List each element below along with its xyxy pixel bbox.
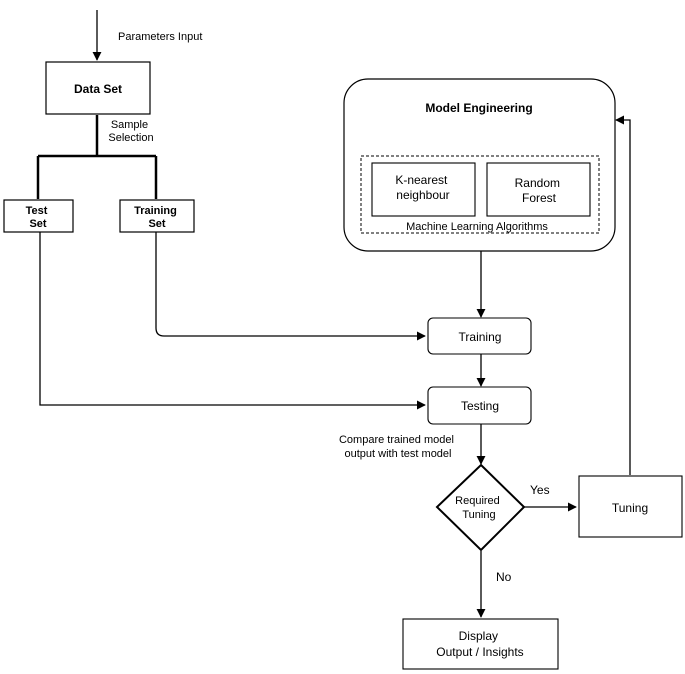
knn-box: [371, 162, 476, 217]
training-set-line-1: Training: [134, 205, 177, 217]
arrow-testset-to-testing: [39, 232, 426, 410]
random-forest-line-2: Forest: [522, 191, 557, 205]
knn-label: K-nearest neighbour: [395, 173, 450, 202]
random-forest-box: [486, 162, 591, 217]
testing-node: Testing: [427, 386, 532, 425]
connectors: [36, 10, 631, 618]
ml-algorithms-group: [360, 155, 600, 234]
display-node: Display Output / Insights: [402, 618, 559, 670]
dataset-label: Data Set: [74, 82, 122, 96]
test-set-label: Test Set: [26, 205, 51, 230]
test-set-line-2: Set: [29, 218, 46, 230]
training-set-node: Training Set: [119, 199, 195, 233]
arrow-trainingset-to-training: [155, 232, 426, 341]
training-node: Training: [427, 317, 532, 355]
required-tuning-label: Required Tuning: [455, 495, 503, 521]
model-engineering-title: Model Engineering: [425, 101, 532, 115]
required-tuning-line-1: Required: [455, 495, 500, 507]
training-set-line-2: Set: [148, 218, 165, 230]
sample-selection-line-2: Selection: [108, 132, 153, 144]
required-tuning-line-2: Tuning: [462, 509, 495, 521]
arrow-tuning-to-model: [615, 115, 631, 475]
tuning-node: Tuning: [578, 475, 683, 538]
params-input-label: Parameters Input: [118, 31, 202, 43]
compare-line-1: Compare trained model: [339, 434, 454, 446]
knn-line-1: K-nearest: [395, 173, 448, 187]
sample-selection-label: Sample Selection: [108, 119, 153, 144]
test-set-node: Test Set: [3, 199, 74, 233]
display-line-2: Output / Insights: [436, 645, 523, 659]
dataset-node: Data Set: [45, 61, 151, 115]
tuning-label: Tuning: [612, 501, 648, 515]
random-forest-label: Random Forest: [515, 176, 564, 205]
test-set-line-1: Test: [26, 205, 48, 217]
no-label: No: [496, 570, 512, 584]
knn-line-2: neighbour: [396, 188, 449, 202]
required-tuning-decision: Required Tuning: [435, 463, 526, 552]
compare-line-2: output with test model: [344, 448, 451, 460]
model-engineering-node: Model Engineering K-nearest neighbour Ra…: [343, 78, 616, 252]
training-label: Training: [459, 330, 502, 344]
training-set-label: Training Set: [134, 205, 180, 230]
sample-selection-line-1: Sample: [111, 119, 148, 131]
random-forest-line-1: Random: [515, 176, 560, 190]
testing-label: Testing: [461, 399, 499, 413]
yes-label: Yes: [530, 483, 550, 497]
ml-algorithms-label: Machine Learning Algorithms: [406, 221, 548, 233]
display-line-1: Display: [459, 629, 498, 643]
compare-label: Compare trained model output with test m…: [339, 434, 457, 460]
display-label: Display Output / Insights: [436, 629, 523, 659]
